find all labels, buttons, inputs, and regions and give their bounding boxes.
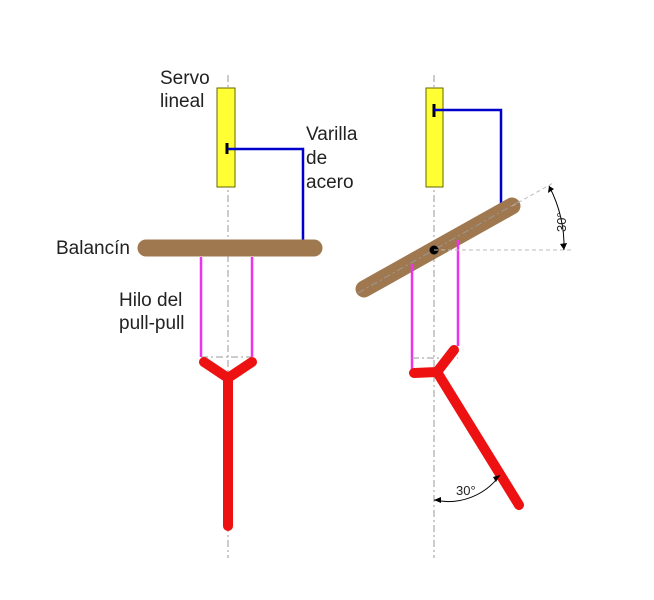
label-servo-line2: lineal (160, 91, 204, 112)
surface-angle-label: 30° (456, 483, 476, 498)
rocker-angle-arrow-top (548, 186, 554, 193)
surface-angle-arrow-left (434, 497, 441, 503)
left-linear-servo (216, 87, 236, 188)
label-rod-line2: de (306, 148, 327, 169)
rocker-angle-extension (511, 181, 556, 207)
left-control-surface (199, 357, 257, 531)
right-steel-rod (434, 108, 503, 212)
surface-angle-arrow-right (493, 475, 500, 482)
label-rocker: Balancín (56, 238, 130, 259)
label-wire-line1: Hilo del (119, 290, 182, 311)
left-steel-rod (228, 147, 305, 244)
right-control-surface (409, 345, 524, 510)
surface-angle-arc (433, 474, 501, 503)
right-assembly-deflected: 30° 30° (355, 75, 574, 558)
label-servo-line1: Servo (160, 68, 210, 89)
rocker-angle-label: 30° (554, 212, 569, 232)
label-wire-line2: pull-pull (119, 313, 184, 334)
right-rocker-reference-line (357, 200, 521, 294)
left-assembly-neutral (137, 75, 323, 558)
label-rod-line1: Varilla (306, 124, 358, 145)
right-linear-servo (425, 87, 444, 188)
rocker-angle-arrow-bottom (560, 243, 567, 250)
label-rod-line3: acero (306, 172, 354, 193)
